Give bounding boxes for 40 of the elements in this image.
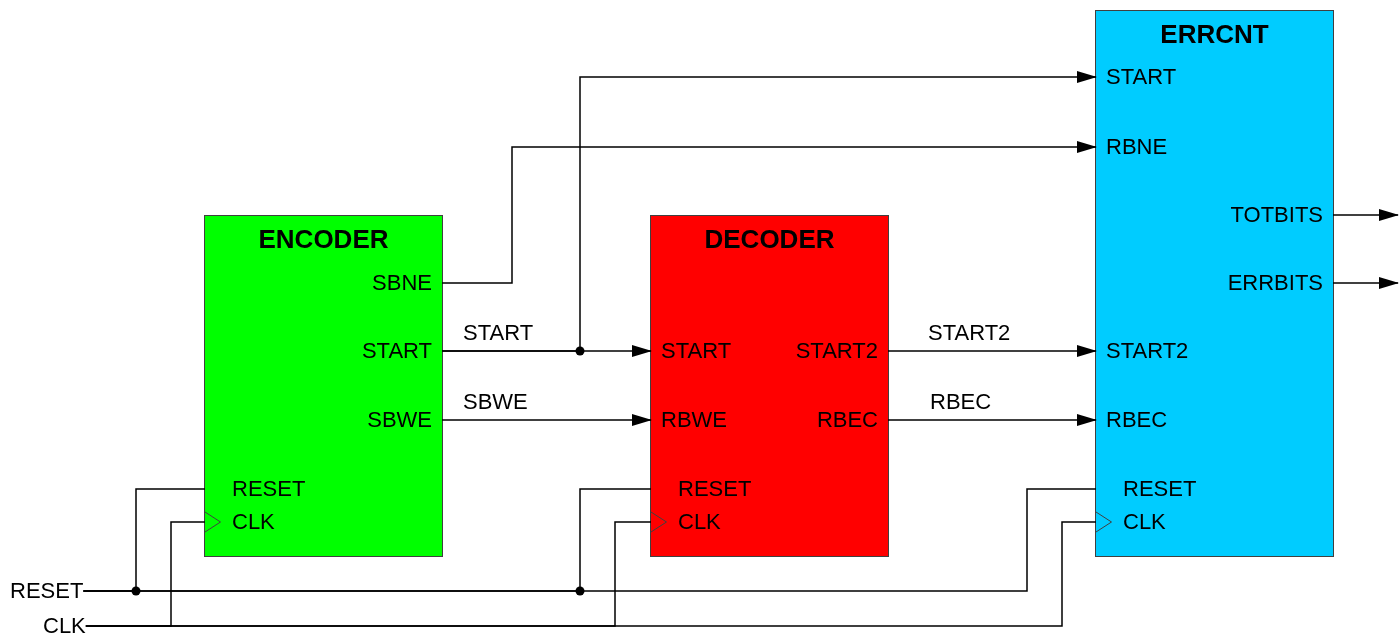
- port-label: RBEC: [1096, 406, 1168, 434]
- signal-label: RESET: [10, 577, 84, 605]
- block-title: ENCODER: [257, 224, 390, 255]
- port-label: START: [1096, 63, 1177, 91]
- port-label: SBNE: [372, 269, 442, 297]
- block-title: DECODER: [703, 224, 836, 255]
- port-label: RBNE: [1096, 133, 1168, 161]
- port-label: RESET: [1096, 475, 1197, 503]
- arrow: [887, 345, 1097, 357]
- port-label: RBWE: [651, 406, 727, 434]
- port-label: ERRBITS: [1227, 269, 1333, 297]
- clock-wire: [85, 511, 1112, 627]
- edge-label: RBEC: [930, 389, 992, 415]
- port-label: TOTBITS: [1230, 201, 1333, 229]
- port-label: CLK: [205, 508, 275, 536]
- port-label: CLK: [651, 508, 721, 536]
- edge-label: SBWE: [463, 389, 528, 415]
- port-label: RESET: [205, 475, 306, 503]
- block-box: [204, 215, 443, 557]
- block-box: [1095, 10, 1334, 557]
- block-title: ERRCNT: [1159, 19, 1270, 50]
- arrow: [1332, 277, 1399, 289]
- port-label: SBWE: [367, 406, 442, 434]
- arrow: [441, 414, 652, 426]
- port-label: CLK: [1096, 508, 1166, 536]
- arrow: [441, 71, 1097, 352]
- port-label: START2: [795, 337, 888, 365]
- edge-label: START: [463, 320, 534, 346]
- port-label: START2: [1096, 337, 1189, 365]
- port-label: RBEC: [816, 406, 888, 434]
- port-label: START: [651, 337, 732, 365]
- block-box: [650, 215, 889, 557]
- wire: [82, 488, 1097, 592]
- arrow: [1332, 209, 1399, 221]
- port-label: START: [361, 337, 442, 365]
- port-label: RESET: [651, 475, 752, 503]
- arrow: [441, 141, 1097, 284]
- signal-label: CLK: [43, 612, 86, 636]
- edge-label: START2: [928, 320, 1011, 346]
- arrow: [887, 414, 1097, 426]
